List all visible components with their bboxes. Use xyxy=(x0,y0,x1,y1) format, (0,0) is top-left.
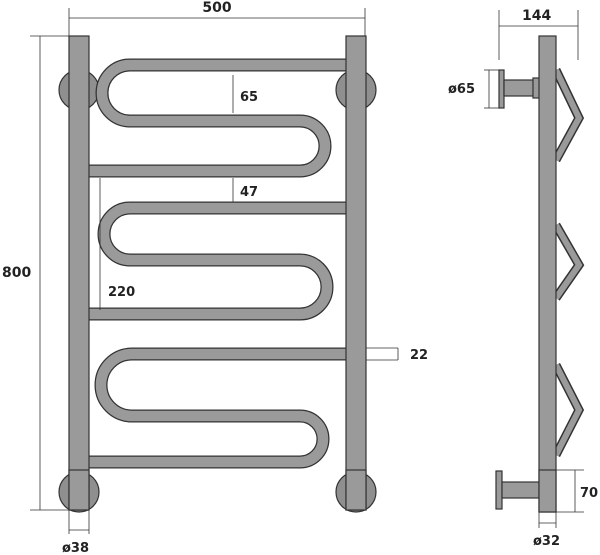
height-dimension-label: 800 xyxy=(2,265,31,281)
coil-gap-label: 65 xyxy=(240,90,258,105)
bottom-mount-block xyxy=(538,469,557,513)
side-view: 144 ø65 70 ø32 xyxy=(448,8,598,549)
right-post xyxy=(345,35,367,511)
bottom-wall-flange xyxy=(495,470,503,510)
width-dimension-label: 500 xyxy=(202,0,231,16)
bar-offset-label: 22 xyxy=(410,348,428,363)
side-coil-lower xyxy=(551,362,585,458)
flange-diameter-label: ø65 xyxy=(448,82,475,97)
right-post-base xyxy=(345,469,367,511)
left-post-base xyxy=(68,469,90,511)
front-view: 500 800 65 47 220 xyxy=(2,0,428,555)
side-post xyxy=(538,35,557,513)
bottom-bracket-arm xyxy=(501,481,540,499)
top-wall-flange xyxy=(498,69,505,109)
pipe-diameter-label: ø32 xyxy=(533,534,560,549)
post-diameter-label: ø38 xyxy=(62,541,89,555)
bottom-mount-height-label: 70 xyxy=(580,486,598,501)
section-gap-label: 47 xyxy=(240,185,258,200)
coil-lower xyxy=(88,347,346,469)
depth-dimension-label: 144 xyxy=(522,8,551,24)
left-post xyxy=(68,35,90,511)
section-height-label: 220 xyxy=(108,285,135,300)
